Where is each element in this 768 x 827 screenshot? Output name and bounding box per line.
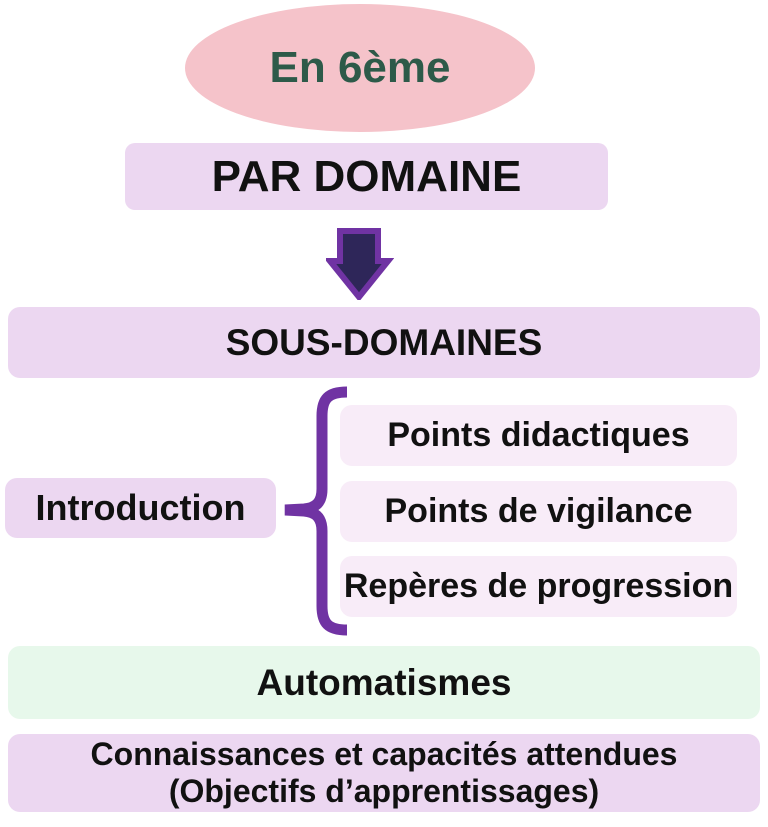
- par-domaine-box: PAR DOMAINE: [125, 143, 608, 210]
- down-arrow-icon: [326, 228, 394, 300]
- connaissances-bar: Connaissances et capacités attendues (Ob…: [8, 734, 760, 812]
- reperes-de-progression-box: Repères de progression: [340, 556, 737, 617]
- connaissances-line1: Connaissances et capacités attendues: [90, 736, 678, 772]
- introduction-label: Introduction: [35, 487, 246, 528]
- reperes-de-progression-label: Repères de progression: [343, 567, 734, 605]
- sous-domaines-label: SOUS-DOMAINES: [225, 321, 543, 363]
- level-ellipse: En 6ème: [185, 4, 535, 132]
- par-domaine-label: PAR DOMAINE: [211, 151, 522, 201]
- automatismes-bar: Automatismes: [8, 646, 760, 719]
- connaissances-line2: (Objectifs d’apprentissages): [168, 773, 600, 809]
- introduction-box: Introduction: [5, 478, 276, 538]
- points-didactiques-label: Points didactiques: [387, 416, 690, 454]
- points-didactiques-box: Points didactiques: [340, 405, 737, 466]
- level-label: En 6ème: [269, 43, 451, 92]
- points-de-vigilance-label: Points de vigilance: [384, 492, 693, 530]
- points-de-vigilance-box: Points de vigilance: [340, 481, 737, 542]
- sous-domaines-bar: SOUS-DOMAINES: [8, 307, 760, 378]
- left-curly-brace-icon: [284, 386, 348, 636]
- automatismes-label: Automatismes: [256, 661, 512, 703]
